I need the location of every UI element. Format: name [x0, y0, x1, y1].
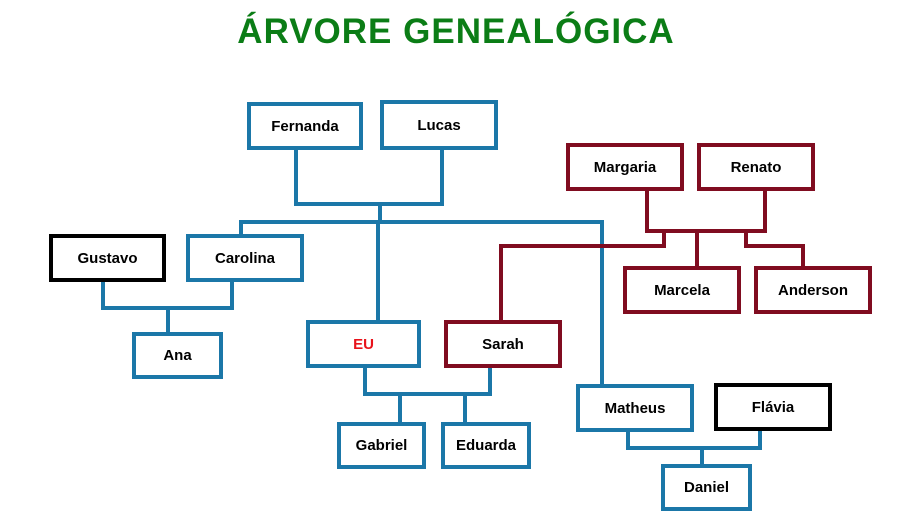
node-label: Margaria [593, 158, 657, 176]
node-eduarda: Eduarda [441, 422, 531, 469]
diagram-title: ÁRVORE GENEALÓGICA [237, 12, 675, 51]
node-margaria: Margaria [566, 143, 684, 191]
node-eu: EU [306, 320, 421, 368]
node-label: Fernanda [271, 117, 339, 135]
node-renato: Renato [697, 143, 815, 191]
node-label: Gabriel [355, 437, 408, 454]
node-label: Sarah [482, 335, 524, 353]
node-label: Renato [730, 158, 782, 176]
node-label: Daniel [683, 479, 729, 496]
node-anderson: Anderson [754, 266, 872, 314]
node-fernanda: Fernanda [247, 102, 363, 150]
node-label: Marcela [654, 281, 710, 299]
connector-margaria-renato [645, 187, 767, 233]
node-matheus: Matheus [576, 384, 694, 432]
connector-to-sarah [499, 229, 666, 322]
connector-gustavo-carolina [101, 279, 234, 310]
node-label: Gustavo [77, 249, 138, 267]
node-daniel: Daniel [661, 464, 752, 511]
node-label: Matheus [604, 399, 666, 417]
connector-eu-sarah [363, 364, 492, 396]
node-lucas: Lucas [380, 100, 498, 150]
node-marcela: Marcela [623, 266, 741, 314]
node-label: EU [353, 335, 374, 353]
node-sarah: Sarah [444, 320, 562, 368]
node-label: Lucas [417, 116, 461, 134]
connector-fernanda-lucas [294, 146, 444, 206]
node-label: Carolina [214, 249, 275, 267]
node-carolina: Carolina [186, 234, 304, 282]
node-label: Ana [163, 347, 192, 364]
node-label: Eduarda [455, 437, 516, 454]
connector-to-anderson [744, 229, 805, 268]
node-ana: Ana [132, 332, 223, 379]
connector-matheus-flavia [626, 428, 762, 450]
node-label: Anderson [777, 281, 848, 299]
node-gabriel: Gabriel [337, 422, 426, 469]
node-flavia: Flávia [714, 383, 832, 431]
node-label: Flávia [751, 398, 795, 416]
node-gustavo: Gustavo [49, 234, 166, 282]
